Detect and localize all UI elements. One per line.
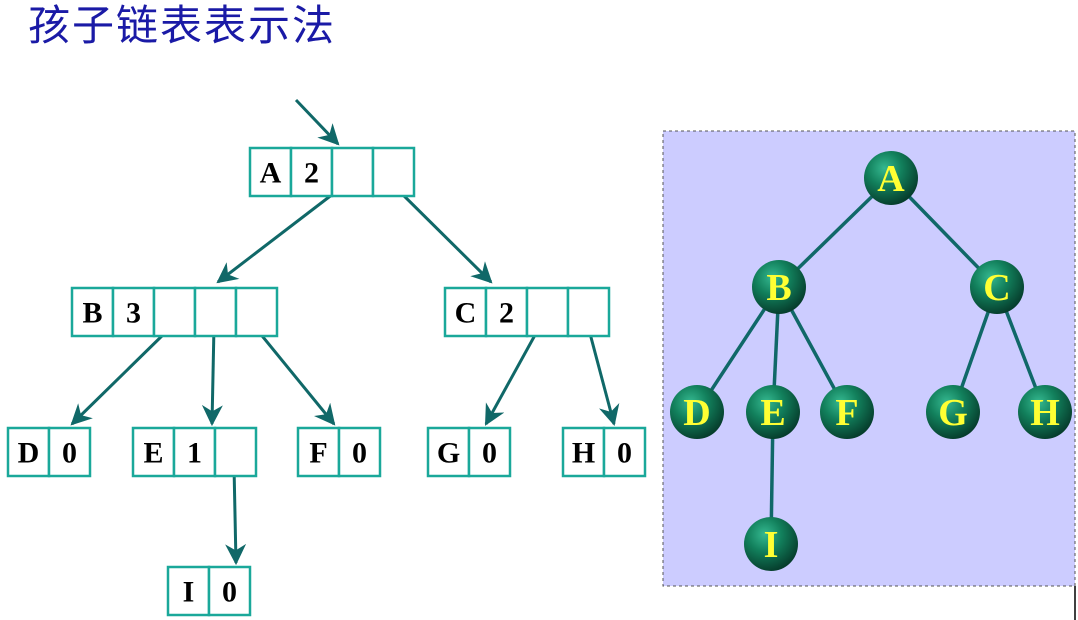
- tree-node-f: F: [820, 385, 874, 439]
- pointer-cell: [525, 286, 570, 338]
- node-label: H: [572, 437, 595, 470]
- tree-nodes: A B C D E F G H I: [670, 151, 1072, 571]
- count-cell: [337, 426, 382, 478]
- node-label: I: [183, 576, 195, 609]
- count-cell: [207, 565, 252, 617]
- pointer-cell: [566, 286, 611, 338]
- tree-node-circle: [744, 517, 798, 571]
- node-label: E: [143, 437, 163, 470]
- tree-node-circle: [820, 385, 874, 439]
- node-label: C: [455, 297, 477, 330]
- node-label: A: [260, 157, 282, 190]
- node-label: G: [437, 437, 460, 470]
- arrow-c-g: [484, 325, 542, 426]
- tree-node-label: I: [764, 524, 779, 566]
- arrow-e-i: [225, 465, 247, 566]
- tree-node-label: H: [1030, 392, 1060, 434]
- pointer-cell: [152, 286, 197, 338]
- count-cell: [111, 286, 156, 338]
- pointer-cell: [213, 426, 258, 478]
- node-label: D: [18, 437, 40, 470]
- node-label: B: [82, 297, 102, 330]
- pointer-cell: [234, 286, 279, 338]
- pointer-cell: [371, 146, 416, 198]
- count-cell: [602, 426, 647, 478]
- data-cell: [70, 286, 115, 338]
- tree-node-label: B: [766, 267, 791, 309]
- tree-node-label: E: [760, 392, 785, 434]
- tree-node-i: I: [744, 517, 798, 571]
- child-count: 0: [62, 437, 77, 470]
- node-label: F: [309, 437, 327, 470]
- count-cell: [484, 286, 529, 338]
- child-count: 0: [482, 437, 497, 470]
- tree-node-circle: [926, 385, 980, 439]
- arrow-c-h: [586, 325, 620, 427]
- child-count: 2: [499, 297, 514, 330]
- tree-node-d: D: [670, 385, 724, 439]
- count-cell: [289, 146, 334, 198]
- tree-node-h: H: [1018, 385, 1072, 439]
- tree-node-e: E: [746, 385, 800, 439]
- pointer-cell: [330, 146, 375, 198]
- tree-node-circle: [746, 385, 800, 439]
- page-title: 孩子链表表示法: [28, 1, 337, 50]
- tree-node-label: C: [983, 267, 1010, 309]
- data-cell: [443, 286, 488, 338]
- arrow-a-c: [388, 180, 493, 284]
- count-cell: [467, 426, 512, 478]
- arrow-a-b: [216, 182, 347, 284]
- tree-node-g: G: [926, 385, 980, 439]
- tree-node-c: C: [970, 260, 1024, 314]
- tree-node-circle: [670, 385, 724, 439]
- data-cell: [166, 565, 211, 617]
- child-count: 0: [222, 576, 237, 609]
- count-cell: [47, 426, 92, 478]
- child-count: 3: [126, 297, 141, 330]
- child-count: 1: [187, 437, 202, 470]
- arrow-b-d: [70, 328, 170, 426]
- tree-node-label: G: [938, 392, 968, 434]
- tree-node-b: B: [752, 260, 806, 314]
- arrow-b-f: [252, 325, 336, 426]
- tree-node-circle: [752, 260, 806, 314]
- child-count: 0: [352, 437, 367, 470]
- child-count: 2: [304, 157, 319, 190]
- arrow-b-e: [201, 325, 223, 427]
- pointer-cell: [193, 286, 238, 338]
- child-count: 0: [617, 437, 632, 470]
- tree-node-circle: [970, 260, 1024, 314]
- tree-node-a: A: [864, 151, 918, 205]
- head-pointer-arrow: [294, 98, 340, 146]
- tree-node-circle: [1018, 385, 1072, 439]
- list-arrows: [70, 98, 620, 566]
- tree-node-label: F: [835, 392, 858, 434]
- data-cell: [248, 146, 293, 198]
- tree-node-label: A: [877, 158, 905, 200]
- tree-node-circle: [864, 151, 918, 205]
- tree-node-label: D: [683, 392, 710, 434]
